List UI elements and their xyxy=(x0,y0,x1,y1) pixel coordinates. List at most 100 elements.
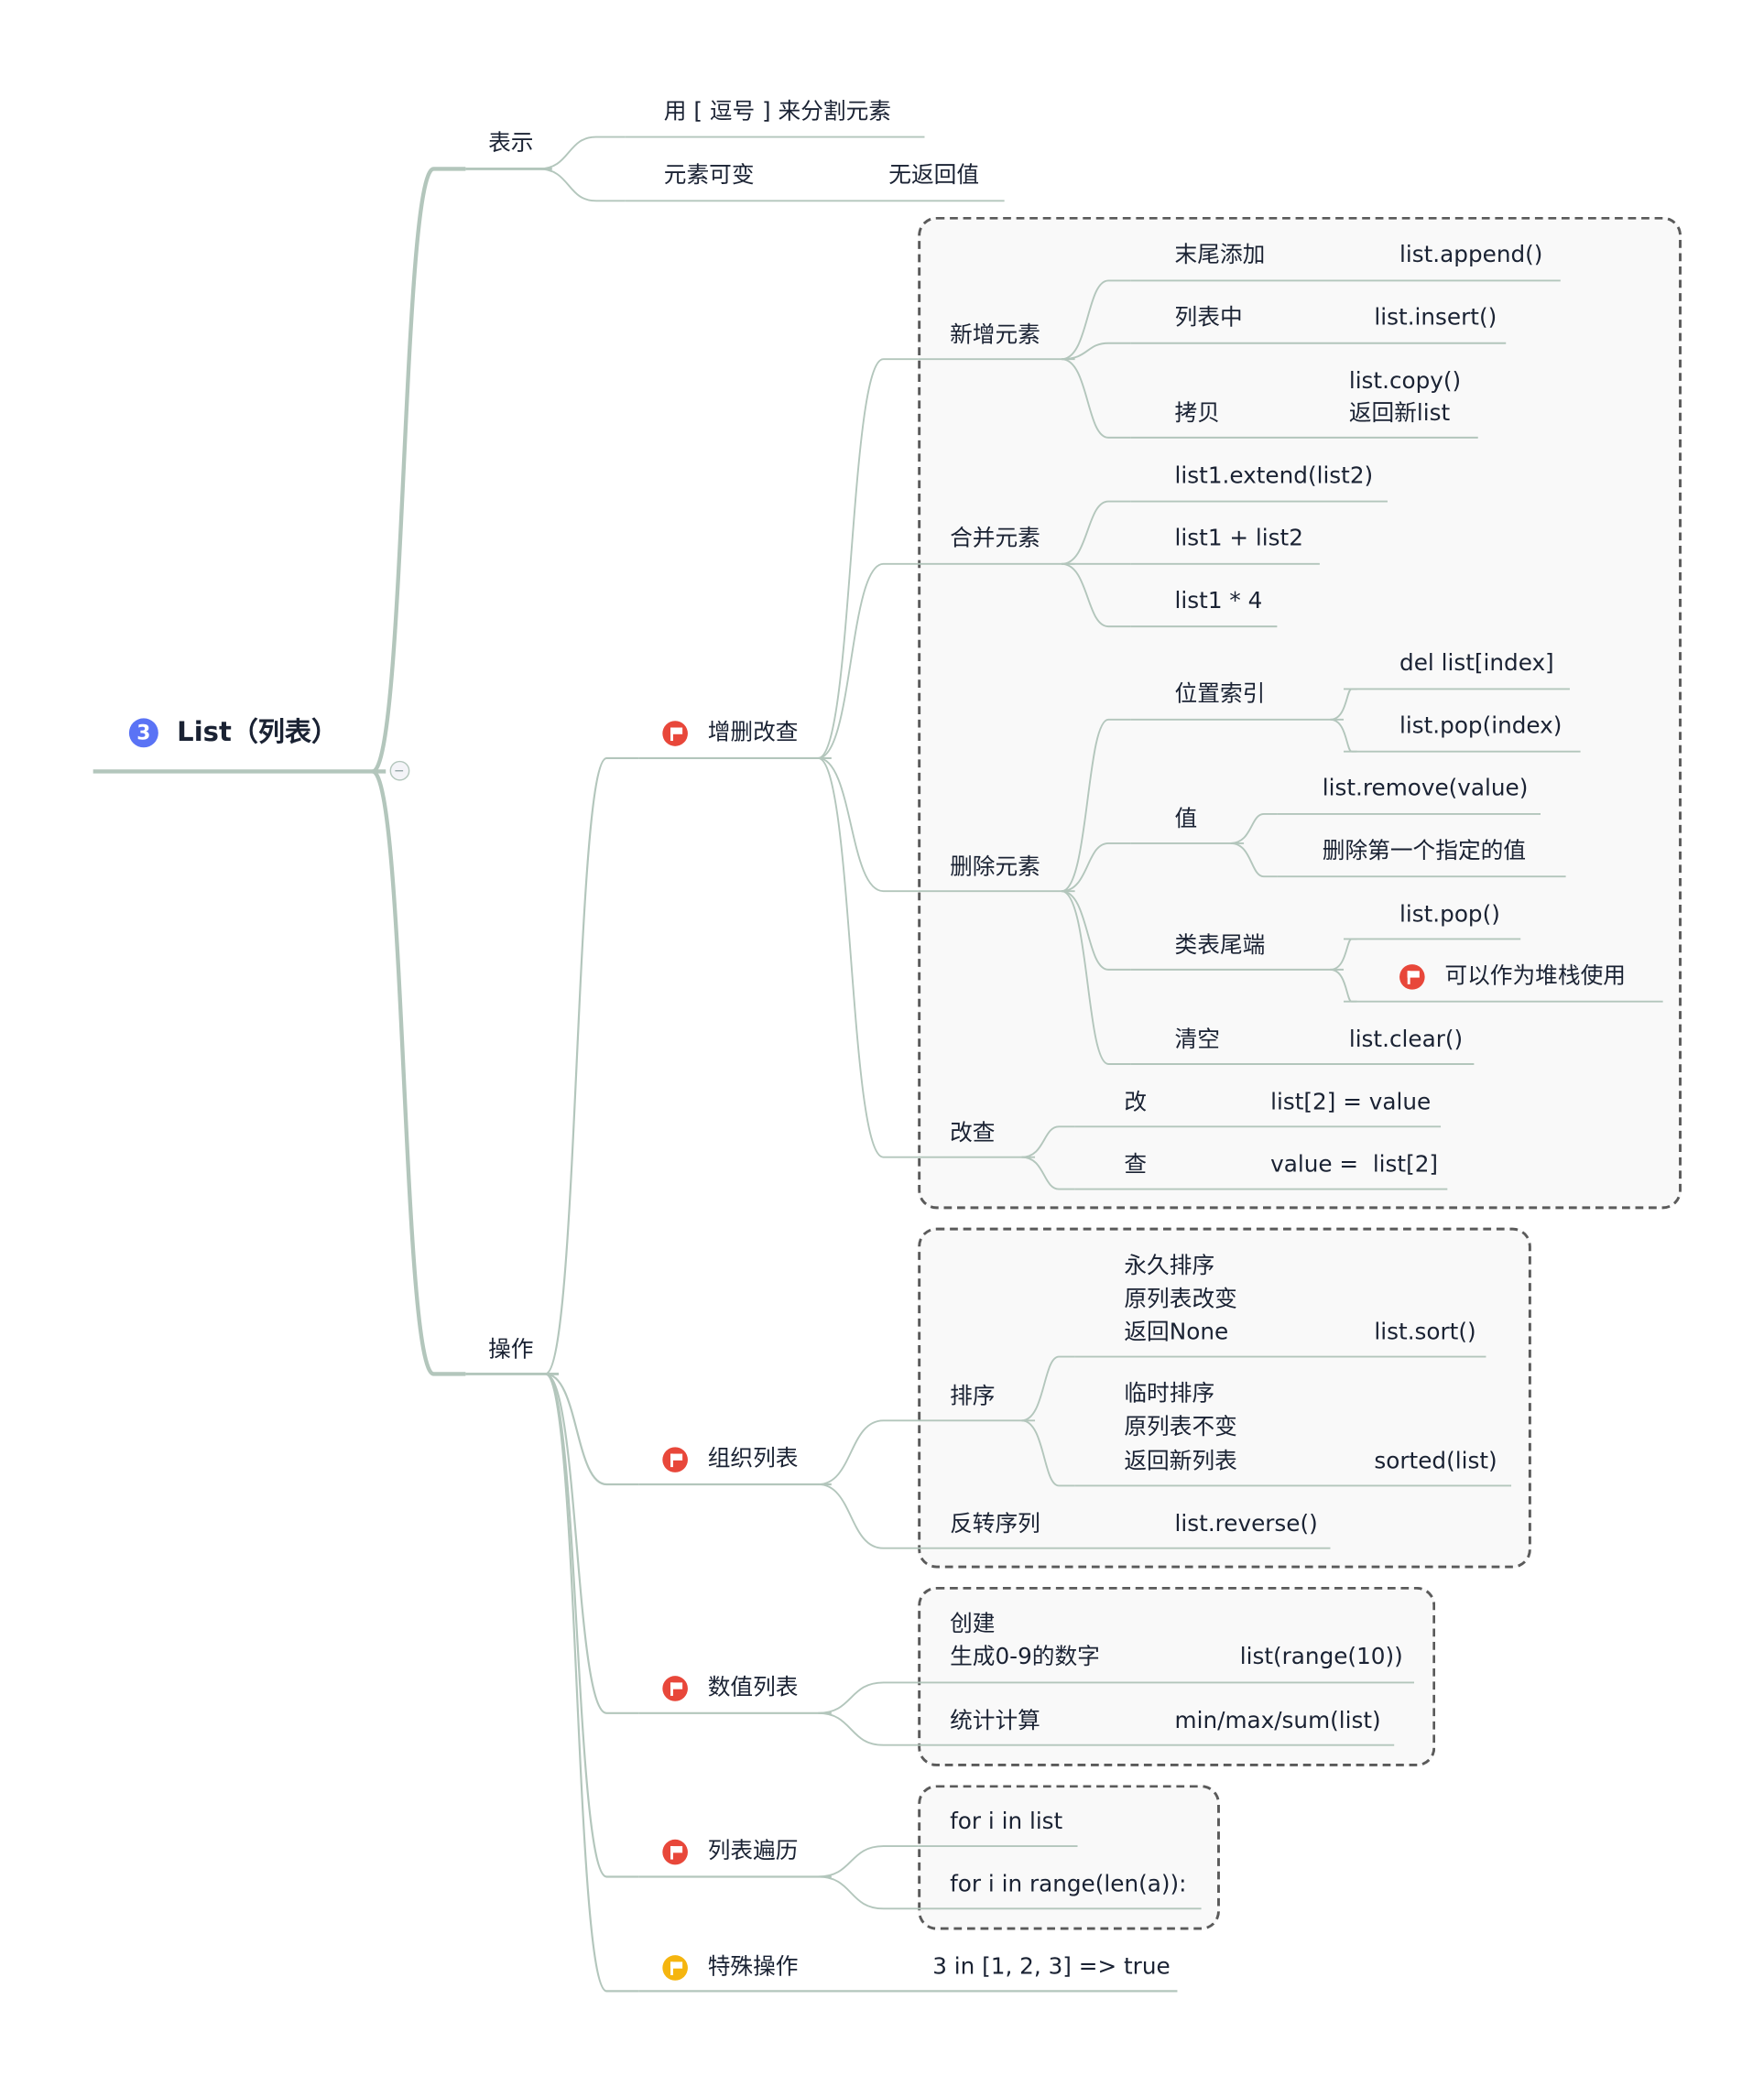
topic-represent[interactable]: 表示 xyxy=(488,130,534,158)
branch-connector xyxy=(539,168,626,202)
copy-note[interactable]: 返回新list xyxy=(1348,400,1451,428)
topic-clear[interactable]: 清空 xyxy=(1174,1027,1220,1054)
crud-group-box xyxy=(918,216,1682,1210)
sort-permanent-line[interactable]: 返回None xyxy=(1124,1319,1229,1346)
code-copy[interactable]: list.copy() xyxy=(1348,368,1462,396)
branch-connector xyxy=(545,1373,639,1486)
branch-connector xyxy=(545,1373,639,1878)
topic-update-query[interactable]: 改查 xyxy=(950,1120,996,1147)
topic-sort[interactable]: 排序 xyxy=(950,1383,996,1410)
branch-connector xyxy=(539,136,626,170)
code-append[interactable]: list.append() xyxy=(1399,242,1543,269)
branch-connector xyxy=(1062,342,1131,361)
code-for-in[interactable]: for i in list xyxy=(950,1809,1063,1836)
topic-numeric[interactable]: 数值列表 xyxy=(707,1674,799,1701)
topic-query[interactable]: 查 xyxy=(1124,1151,1148,1179)
topic-merge[interactable]: 合并元素 xyxy=(950,525,1040,552)
topic-remove-tail[interactable]: 类表尾端 xyxy=(1174,932,1266,960)
code-update[interactable]: list[2] = value xyxy=(1270,1089,1432,1116)
yellow-flag-icon xyxy=(662,1955,688,1981)
code-sort[interactable]: list.sort() xyxy=(1374,1319,1476,1346)
branch-connector xyxy=(1061,500,1131,565)
topic-separator[interactable]: 用 [ 逗号 ] 来分割元素 xyxy=(663,98,892,125)
topic-mutable[interactable]: 元素可变 xyxy=(663,162,755,190)
topic-copy[interactable]: 拷贝 xyxy=(1174,400,1220,428)
topic-insert[interactable]: 列表中 xyxy=(1174,304,1243,331)
code-sorted[interactable]: sorted(list) xyxy=(1374,1448,1497,1475)
traverse-group-box xyxy=(918,1785,1220,1930)
branch-connector xyxy=(817,756,919,1158)
code-in-check[interactable]: 3 in [1, 2, 3] => true xyxy=(932,1953,1171,1981)
branch-connector xyxy=(818,1483,919,1549)
branch-connector xyxy=(1021,1419,1075,1487)
branch-connector xyxy=(817,358,919,759)
code-range[interactable]: list(range(10)) xyxy=(1239,1644,1403,1671)
red-flag-icon xyxy=(662,1839,688,1865)
branch-connector xyxy=(1330,938,1357,971)
topic-mutable-note[interactable]: 无返回值 xyxy=(888,162,980,190)
sort-temporary-line[interactable]: 返回新列表 xyxy=(1124,1448,1237,1475)
branch-connector xyxy=(818,1845,919,1878)
branch-connector xyxy=(818,1711,919,1746)
red-flag-icon xyxy=(662,721,688,746)
topic-remove-by-value[interactable]: 值 xyxy=(1174,806,1198,833)
branch-connector xyxy=(545,756,639,1375)
branch-connector xyxy=(818,562,919,759)
code-clear[interactable]: list.clear() xyxy=(1348,1027,1464,1054)
code-pop[interactable]: list.pop() xyxy=(1399,901,1500,929)
topic-append[interactable]: 末尾添加 xyxy=(1174,242,1266,269)
code-reverse[interactable]: list.reverse() xyxy=(1174,1511,1318,1538)
remove-value-note[interactable]: 删除第一个指定的值 xyxy=(1322,838,1527,865)
topic-add[interactable]: 新增元素 xyxy=(950,321,1040,349)
topic-stats[interactable]: 统计计算 xyxy=(950,1708,1040,1735)
topic-reverse[interactable]: 反转序列 xyxy=(950,1511,1040,1538)
sort-temporary-line[interactable]: 原列表不变 xyxy=(1124,1414,1237,1441)
branch-connector xyxy=(818,1681,919,1714)
code-pop-index[interactable]: list.pop(index) xyxy=(1399,712,1563,740)
sort-permanent-line[interactable]: 原列表改变 xyxy=(1124,1286,1237,1313)
branch-connector xyxy=(545,1373,639,1993)
code-remove-value[interactable]: list.remove(value) xyxy=(1322,775,1529,802)
topic-update[interactable]: 改 xyxy=(1124,1089,1148,1116)
priority-3-badge-icon: 3 xyxy=(128,718,158,748)
topic-crud[interactable]: 增删改查 xyxy=(707,719,799,746)
topic-create-desc[interactable]: 生成0-9的数字 xyxy=(950,1644,1100,1671)
collapse-toggle-icon[interactable] xyxy=(389,760,410,781)
branch-connector xyxy=(371,167,466,774)
branch-connector xyxy=(818,756,919,893)
code-query[interactable]: value = list[2] xyxy=(1270,1151,1439,1179)
branch-connector xyxy=(1061,562,1131,628)
branch-connector xyxy=(818,1875,919,1910)
branch-connector xyxy=(1330,718,1357,753)
topic-remove-by-index[interactable]: 位置索引 xyxy=(1174,680,1266,708)
branch-connector xyxy=(1021,1125,1075,1158)
topic-create[interactable]: 创建 xyxy=(950,1610,996,1638)
code-stats[interactable]: min/max/sum(list) xyxy=(1174,1708,1381,1735)
topic-operations[interactable]: 操作 xyxy=(488,1336,534,1363)
topic-special[interactable]: 特殊操作 xyxy=(707,1953,799,1981)
merge-item[interactable]: list1.extend(list2) xyxy=(1174,462,1374,490)
organize-group-box xyxy=(918,1227,1531,1569)
topic-organize[interactable]: 组织列表 xyxy=(707,1445,799,1472)
code-del-index[interactable]: del list[index] xyxy=(1399,650,1554,678)
branch-connector xyxy=(1021,1355,1075,1422)
merge-item[interactable]: list1 + list2 xyxy=(1174,525,1303,552)
sort-temporary-line[interactable]: 临时排序 xyxy=(1124,1380,1215,1407)
sort-permanent-line[interactable]: 永久排序 xyxy=(1124,1253,1215,1280)
red-flag-icon xyxy=(1399,964,1425,990)
topic-traverse[interactable]: 列表遍历 xyxy=(707,1838,799,1865)
branch-connector xyxy=(1061,279,1131,361)
code-for-range[interactable]: for i in range(len(a)): xyxy=(950,1871,1187,1898)
topic-remove[interactable]: 删除元素 xyxy=(950,853,1040,881)
branch-connector xyxy=(1330,968,1357,1003)
numeric-group-box xyxy=(918,1586,1436,1766)
root-topic[interactable]: List（列表） xyxy=(177,715,339,748)
code-insert[interactable]: list.insert() xyxy=(1374,304,1497,331)
branch-connector xyxy=(1061,890,1131,1065)
branch-connector xyxy=(1230,812,1278,844)
stack-note[interactable]: 可以作为堆栈使用 xyxy=(1444,962,1626,990)
branch-connector xyxy=(1062,842,1131,893)
merge-item[interactable]: list1 * 4 xyxy=(1174,588,1263,615)
